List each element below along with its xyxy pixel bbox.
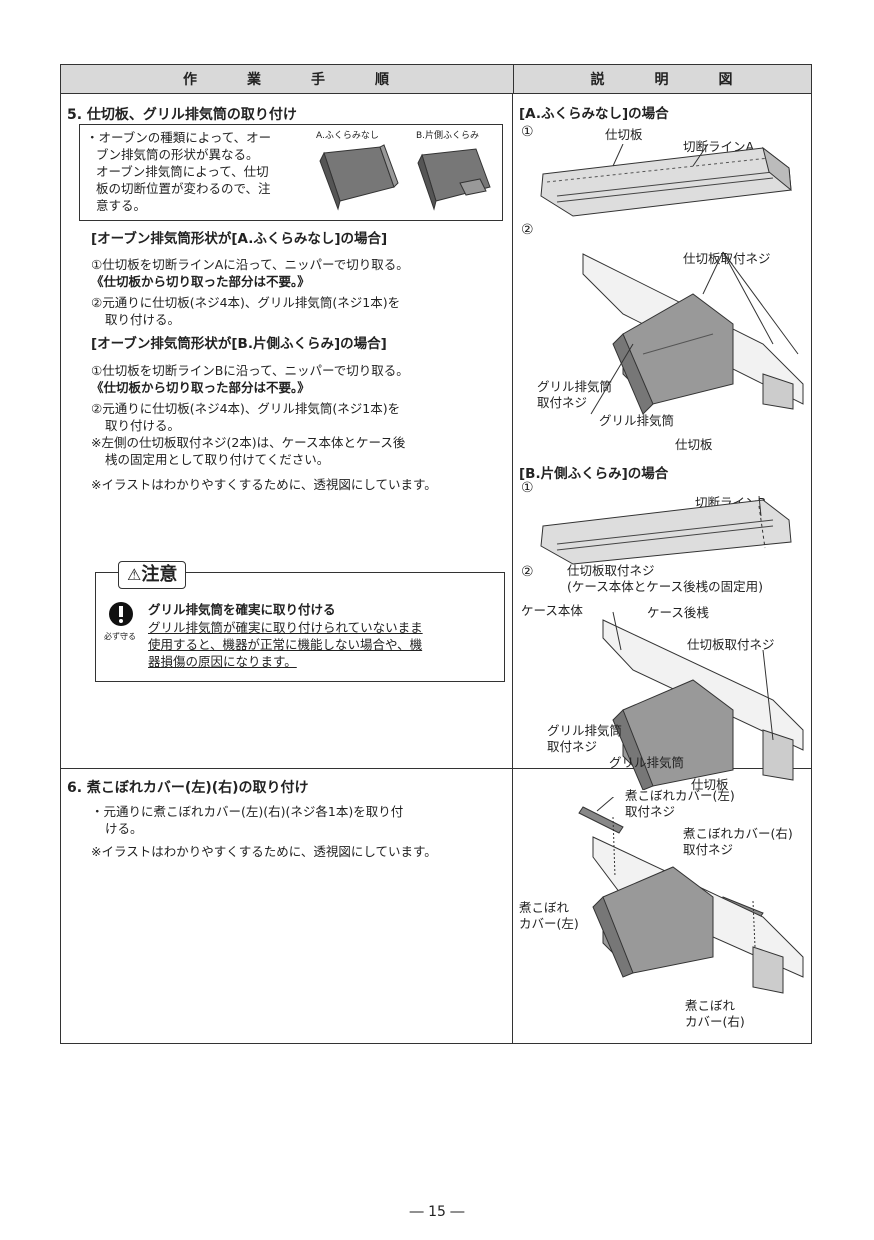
fig-a-step-1-number: ①	[521, 124, 534, 140]
section-6-title: 6. 煮こぼれカバー(左)(右)の取り付け	[67, 780, 309, 796]
case-b-note-screws-cont: 桟の固定用として取り付けてください。	[105, 452, 330, 467]
section-5-row: 5. 仕切板、グリル排気筒の取り付け ・オーブンの種類によって、オー ブン排気筒…	[61, 94, 811, 792]
warning-triangle-icon: ⚠	[127, 565, 142, 584]
case-a-step-2: ②元通りに仕切板(ネジ4本)、グリル排気筒(ネジ1本)を	[91, 295, 401, 310]
caution-line: 使用すると、機器が正常に機能しない場合や、機	[148, 637, 423, 652]
instruction-table: 作 業 手 順 説 明 図 5. 仕切板、グリル排気筒の取り付け ・オーブンの種…	[60, 64, 812, 1044]
fig-b-step-1-number: ①	[521, 480, 534, 496]
spill-cover-illustration	[578, 797, 804, 994]
case-b-step-2-cont: 取り付ける。	[105, 418, 181, 433]
oven-exhaust-shapes-illustration	[319, 144, 491, 211]
section-5-procedure: 5. 仕切板、グリル排気筒の取り付け ・オーブンの種類によって、オー ブン排気筒…	[61, 94, 513, 768]
fig-b-fix-screw-label-2: (ケース本体とケース後桟の固定用)	[567, 579, 764, 594]
case-b-step-1: ①仕切板を切断ラインBに沿って、ニッパーで切り取る。	[91, 363, 409, 378]
section-5-illustration: [A.ふくらみなし]の場合 ① 仕切板 切断ラインA ② 仕切板取付ネジ	[513, 94, 811, 792]
fig-a-grill-screw-label-1: グリル排気筒	[537, 379, 613, 394]
oven-type-note: ・オーブンの種類によって、オー ブン排気筒の形状が異なる。 オーブン排気筒によっ…	[86, 129, 326, 214]
section-6-line-1: ・元通りに煮こぼれカバー(左)(右)(ネジ各1本)を取り付	[91, 804, 404, 819]
note-line: ブン排気筒の形状が異なる。	[96, 147, 259, 162]
partition-b-illustration	[540, 496, 792, 565]
mandatory-exclamation-icon	[109, 602, 133, 626]
section-5-title: 5. 仕切板、グリル排気筒の取り付け	[67, 107, 297, 123]
fig6-right-cover-label-1: 煮こぼれ	[685, 998, 736, 1013]
section-6-line-2: ける。	[105, 821, 143, 836]
header-char: 手	[311, 72, 327, 88]
header-char: 図	[718, 72, 735, 88]
must-follow-label: 必ず守る	[104, 632, 136, 641]
case-b-step-1-note: 《仕切板から切り取った部分は不要。》	[91, 380, 310, 395]
fig-b-fix-screw-label-1: 仕切板取付ネジ	[567, 563, 655, 578]
exhaust-a-shape	[319, 144, 399, 211]
fig-b-step-2-number: ②	[521, 564, 534, 580]
fig6-right-screw-label-2: 取付ネジ	[683, 842, 734, 857]
fig-a-grill-screw-label-2: 取付ネジ	[537, 395, 588, 410]
header-char: 明	[654, 72, 671, 88]
header-char: 説	[590, 72, 607, 88]
assembly-a-illustration	[582, 251, 804, 415]
header-char: 業	[247, 72, 263, 88]
header-illustration: 説 明 図	[514, 65, 811, 93]
fig-case-a-heading: [A.ふくらみなし]の場合	[519, 106, 669, 122]
fig-b-partition-label: 仕切板	[691, 777, 729, 792]
case-a-heading: [オーブン排気筒形状が[A.ふくらみなし]の場合]	[91, 231, 388, 247]
section-6-row: 6. 煮こぼれカバー(左)(右)の取り付け ・元通りに煮こぼれカバー(左)(右)…	[61, 769, 811, 1043]
fig6-left-cover-label-1: 煮こぼれ	[519, 900, 570, 915]
case-a-step-1-note: 《仕切板から切り取った部分は不要。》	[91, 274, 310, 289]
case-b-note-screws: ※左側の仕切板取付ネジ(2本)は、ケース本体とケース後	[91, 435, 406, 450]
perspective-note: ※イラストはわかりやすくするために、透視図にしています。	[91, 477, 437, 492]
case-b-heading: [オーブン排気筒形状が[B.片側ふくらみ]の場合]	[91, 336, 387, 352]
fig6-right-cover-label-2: カバー(右)	[685, 1014, 745, 1029]
assembly-b-illustration	[602, 611, 804, 790]
fig-a-partition-label-2: 仕切板	[675, 437, 713, 452]
note-line: 意する。	[96, 198, 147, 213]
note-line: 板の切断位置が変わるので、注	[96, 181, 271, 196]
fig-case-b-heading: [B.片側ふくらみ]の場合	[519, 466, 669, 482]
header-procedure: 作 業 手 順	[61, 65, 514, 93]
oven-type-note-box: ・オーブンの種類によって、オー ブン排気筒の形状が異なる。 オーブン排気筒によっ…	[79, 124, 503, 221]
fig-b-grill-screw-label-2: 取付ネジ	[547, 739, 598, 754]
note-line: オーブン排気筒によって、仕切	[96, 164, 269, 179]
fig-a-grill-label: グリル排気筒	[599, 413, 675, 428]
case-a-step-1: ①仕切板を切断ラインAに沿って、ニッパーで切り取る。	[91, 257, 409, 272]
case-a-step-2-cont: 取り付ける。	[105, 312, 181, 327]
note-line: ・オーブンの種類によって、オー	[86, 130, 272, 145]
caution-title: グリル排気筒を確実に取り付ける	[148, 602, 336, 617]
fig-b-case-body-label: ケース本体	[521, 603, 583, 618]
fig6-right-screw-label-1: 煮こぼれカバー(右)	[683, 826, 793, 841]
caution-label: 注意	[141, 564, 178, 585]
caution-box: ⚠注意 必ず守る グリル排気筒を確実に取り付ける グリル排気筒が確実に取り付けら…	[95, 561, 505, 682]
fig-a-partition-label: 仕切板	[605, 127, 643, 142]
fig-a-cut-line-label: 切断ラインA	[683, 139, 755, 154]
case-b-step-2: ②元通りに仕切板(ネジ4本)、グリル排気筒(ネジ1本)を	[91, 401, 401, 416]
section-6-illustration: 煮こぼれカバー(左) 取付ネジ 煮こぼれカバー(右) 取付ネジ 煮こぼれ カバー…	[513, 769, 811, 1043]
section-6-note: ※イラストはわかりやすくするために、透視図にしています。	[91, 844, 437, 859]
section-6-procedure: 6. 煮こぼれカバー(左)(右)の取り付け ・元通りに煮こぼれカバー(左)(右)…	[61, 769, 513, 1043]
caution-line: 器損傷の原因になります。	[148, 654, 297, 669]
partition-a-illustration	[540, 144, 792, 217]
page-number: ― 15 ―	[409, 1204, 465, 1220]
label-type-b: B.片側ふくらみ	[416, 131, 480, 141]
table-header: 作 業 手 順 説 明 図	[61, 65, 811, 94]
fig6-left-screw-label-1: 煮こぼれカバー(左)	[625, 788, 735, 803]
header-char: 順	[375, 72, 391, 88]
fig-b-grill-screw-label-1: グリル排気筒	[547, 723, 623, 738]
header-char: 作	[183, 72, 199, 88]
caution-tag: ⚠注意	[118, 561, 187, 589]
fig-a-step-2-number: ②	[521, 222, 534, 238]
exhaust-b-shape	[417, 148, 491, 211]
label-type-a: A.ふくらみなし	[316, 131, 379, 141]
fig-b-case-rear-label: ケース後桟	[647, 605, 709, 620]
fig-b-screw-label: 仕切板取付ネジ	[687, 637, 775, 652]
fig6-left-cover-label-2: カバー(左)	[519, 916, 579, 931]
fig6-left-screw-label-2: 取付ネジ	[625, 804, 676, 819]
caution-line: グリル排気筒が確実に取り付けられていないまま	[148, 620, 423, 635]
fig-b-grill-label: グリル排気筒	[609, 755, 685, 770]
